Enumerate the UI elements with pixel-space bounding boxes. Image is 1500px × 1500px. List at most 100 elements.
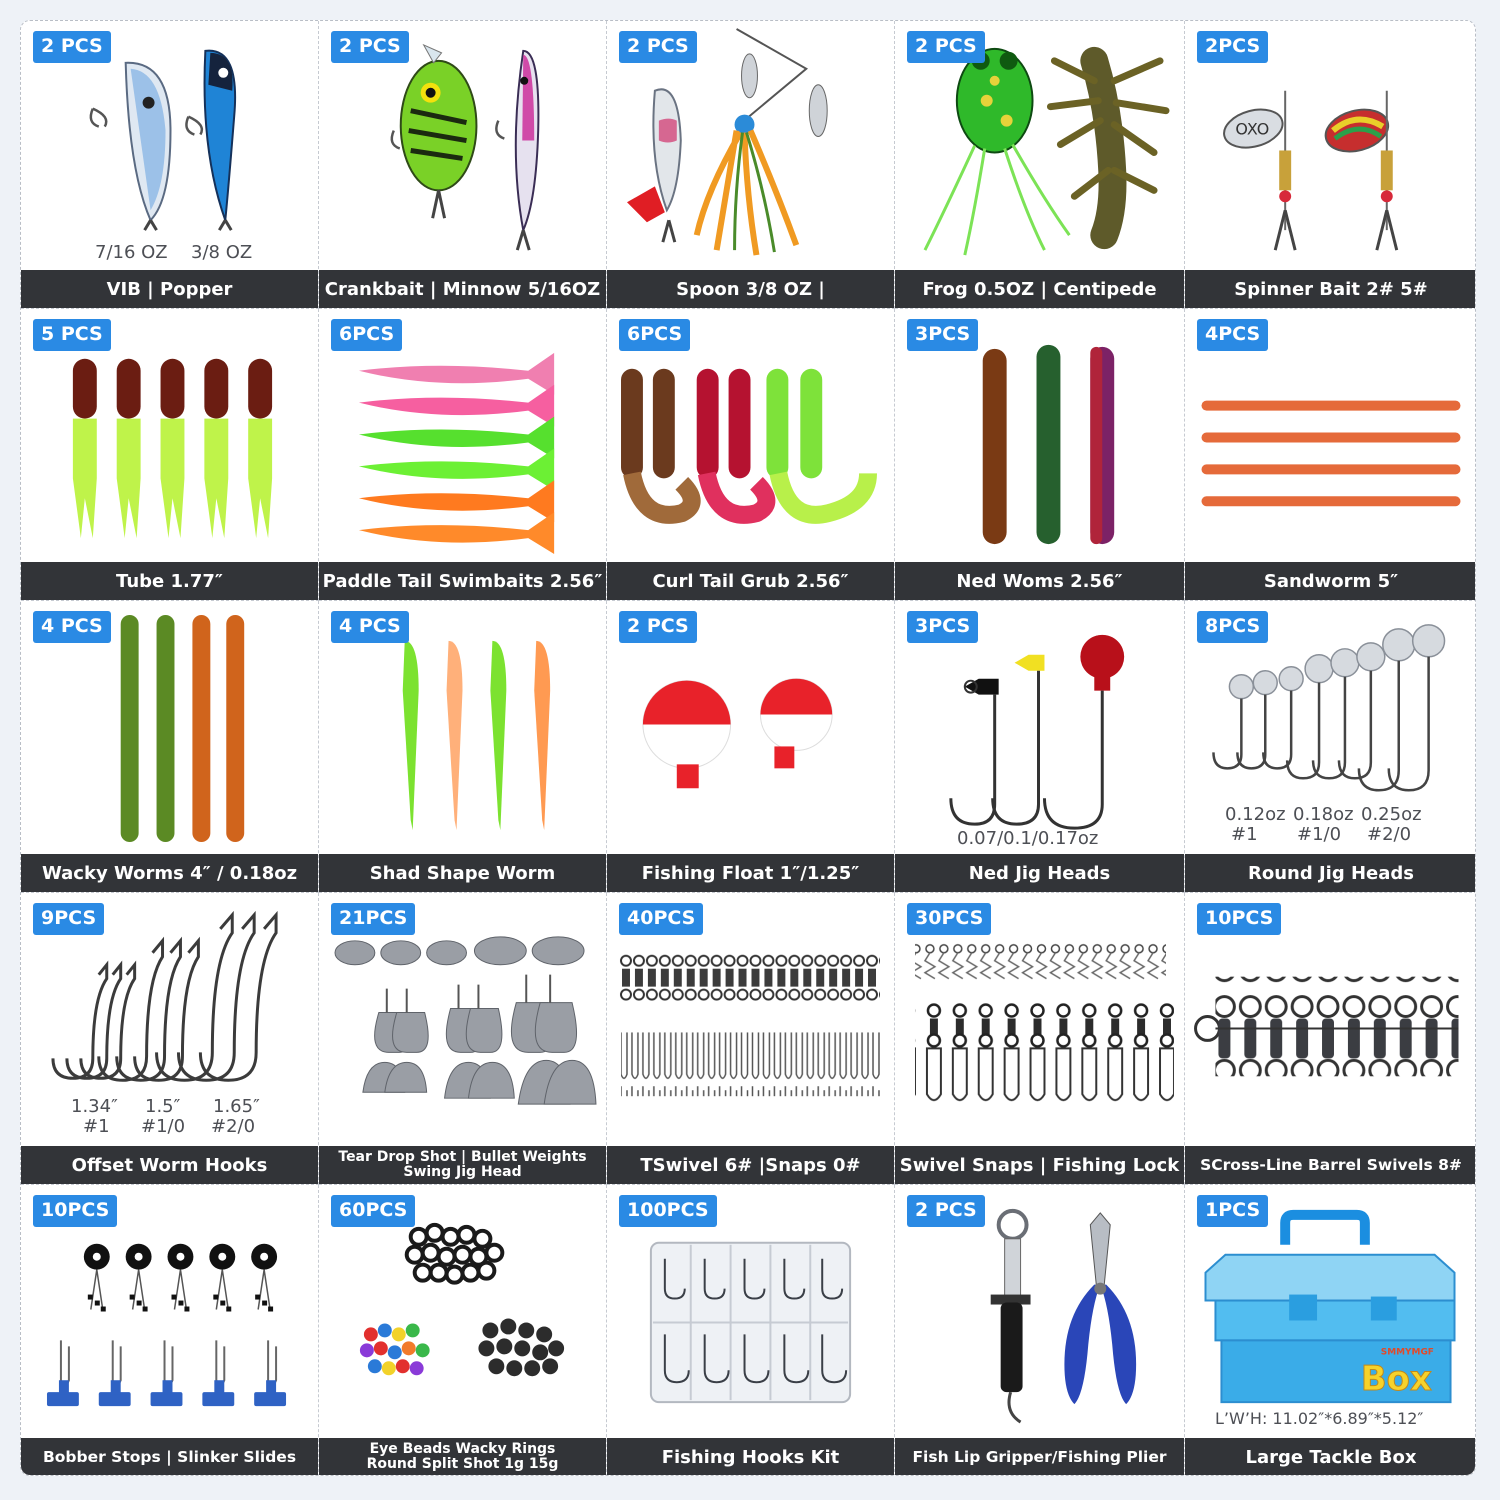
quantity-badge: 6PCS [331,319,403,351]
hook-size-label: #1/0 [141,1116,186,1137]
item-beads-rings: 60PCS Eye Beads Wacky Rings Round Split … [319,1185,607,1475]
size-label: 1.5″ [145,1096,181,1117]
frog-centipede-icon [895,21,1184,270]
crankbait-minnow-icon [319,21,606,270]
size-label: 0.07/0.1/0.17oz [957,828,1099,849]
swimbait-icon [319,309,606,562]
size-label: 0.12oz [1225,804,1286,825]
product-grid: 7/16 OZ 3/8 OZ 2 PCS VIB | Popper 2 PCS … [20,20,1476,1476]
quantity-badge: 2 PCS [907,31,985,63]
item-caption: Tear Drop Shot | Bullet Weights Swing Ji… [319,1146,606,1184]
item-fishing-float: 2 PCS Fishing Float 1″/1.25″ [607,601,895,893]
item-caption: Paddle Tail Swimbaits 2.56″ [319,562,606,600]
round-jig-head-icon [1185,601,1475,854]
tube-bait-icon [21,309,318,562]
item-caption: SCross-Line Barrel Swivels 8# [1185,1146,1475,1184]
item-caption: Sandworm 5″ [1185,562,1475,600]
hook-size-label: #2/0 [211,1116,256,1137]
barrel-swivel-icon [1185,893,1475,1146]
item-caption: VIB | Popper [21,270,318,308]
size-label: 3/8 OZ [191,242,253,263]
quantity-badge: 2PCS [1197,31,1269,63]
item-curl-tail: 6PCS Curl Tail Grub 2.56″ [607,309,895,601]
quantity-badge: 4PCS [1197,319,1269,351]
box-brand-text: SMMYMGF [1381,1347,1434,1357]
item-swivel-snap: 40PCS TSwivel 6# |Snaps 0# [607,893,895,1185]
item-caption: Round Jig Heads [1185,854,1475,892]
quantity-badge: 4 PCS [33,611,111,643]
item-frog-centipede: 2 PCS Frog 0.5OZ | Centipede [895,21,1185,309]
item-caption: Bobber Stops | Slinker Slides [21,1438,318,1475]
size-label: 0.18oz [1293,804,1354,825]
quantity-badge: 6PCS [619,319,691,351]
quantity-badge: 30PCS [907,903,992,935]
item-paddle-tail: 6PCS Paddle Tail Swimbaits 2.56″ [319,309,607,601]
quantity-badge: 21PCS [331,903,416,935]
caption-line: Eye Beads Wacky Rings [369,1441,556,1457]
vib-popper-lure-icon [21,21,318,270]
ned-jig-head-icon [895,601,1184,854]
item-caption: Eye Beads Wacky Rings Round Split Shot 1… [319,1438,606,1475]
item-round-jig: 0.12oz 0.18oz 0.25oz #1 #1/0 #2/0 8PCS R… [1185,601,1475,893]
item-caption: Fishing Hooks Kit [607,1438,894,1475]
beads-rings-icon [319,1185,606,1438]
item-hooks-kit: 100PCS Fishing Hooks Kit [607,1185,895,1475]
item-ned-jig: 0.07/0.1/0.17oz 3PCS Ned Jig Heads [895,601,1185,893]
hook-size-label: #1 [83,1116,110,1137]
quantity-badge: 2 PCS [619,611,697,643]
tackle-box-icon: SMMYMGF Box [1185,1185,1475,1438]
item-caption: Offset Worm Hooks [21,1146,318,1184]
spoon-spinnerbait-icon [607,21,894,270]
item-spinner-bait: OXO 2PCS Spinner Bait 2# 5# [1185,21,1475,309]
item-sandworm: 4PCS Sandworm 5″ [1185,309,1475,601]
quantity-badge: 100PCS [619,1195,717,1227]
sinker-weight-icon [319,893,606,1146]
swivel-lock-icon [895,893,1184,1146]
item-caption: Large Tackle Box [1185,1438,1475,1475]
quantity-badge: 40PCS [619,903,704,935]
ned-worm-icon [895,309,1184,562]
item-tackle-box: SMMYMGF Box L’W’H: 11.02″*6.89″*5.12″ 1P… [1185,1185,1475,1475]
size-label: 0.25oz [1361,804,1422,825]
shad-worm-icon [319,601,606,854]
item-caption: Tube 1.77″ [21,562,318,600]
quantity-badge: 3PCS [907,611,979,643]
quantity-badge: 8PCS [1197,611,1269,643]
hooks-kit-box-icon [607,1185,894,1438]
quantity-badge: 2 PCS [907,1195,985,1227]
item-caption: Curl Tail Grub 2.56″ [607,562,894,600]
hook-size-label: #2/0 [1367,824,1412,845]
item-spoon: 2 PCS Spoon 3/8 OZ | [607,21,895,309]
swivel-snap-icon [607,893,894,1146]
item-offset-hook: 1.34″ 1.5″ 1.65″ #1 #1/0 #2/0 9PCS Offse… [21,893,319,1185]
item-caption: Ned Woms 2.56″ [895,562,1184,600]
quantity-badge: 2 PCS [619,31,697,63]
box-dimension-label: L’W’H: 11.02″*6.89″*5.12″ [1215,1409,1424,1428]
quantity-badge: 9PCS [33,903,105,935]
item-barrel-swivel: 10PCS SCross-Line Barrel Swivels 8# [1185,893,1475,1185]
item-caption: Spoon 3/8 OZ | [607,270,894,308]
item-bobber-stop: 10PCS Bobber Stops | Slinker Slides [21,1185,319,1475]
caption-line: Round Split Shot 1g 15g [366,1456,559,1472]
item-swivel-lock: 30PCS Swivel Snaps | Fishing Lock [895,893,1185,1185]
item-caption: TSwivel 6# |Snaps 0# [607,1146,894,1184]
curl-tail-grub-icon [607,309,894,562]
item-caption: Wacky Worms 4″ / 0.18oz [21,854,318,892]
item-caption: Fish Lip Gripper/Fishing Plier [895,1438,1184,1475]
quantity-badge: 3PCS [907,319,979,351]
offset-hook-icon [21,893,318,1146]
sandworm-icon [1185,309,1475,562]
quantity-badge: 2 PCS [331,31,409,63]
quantity-badge: 4 PCS [331,611,409,643]
size-label: 1.65″ [213,1096,260,1117]
box-word-text: Box [1361,1359,1432,1398]
item-sinker: 21PCS Tear Drop Shot | Bullet Weights Sw… [319,893,607,1185]
wacky-worm-icon [21,601,318,854]
quantity-badge: 5 PCS [33,319,111,351]
item-caption: Shad Shape Worm [319,854,606,892]
item-caption: Frog 0.5OZ | Centipede [895,270,1184,308]
item-crankbait-minnow: 2 PCS Crankbait | Minnow 5/16OZ [319,21,607,309]
item-caption: Fishing Float 1″/1.25″ [607,854,894,892]
size-label: 7/16 OZ [95,242,168,263]
quantity-badge: 60PCS [331,1195,416,1227]
